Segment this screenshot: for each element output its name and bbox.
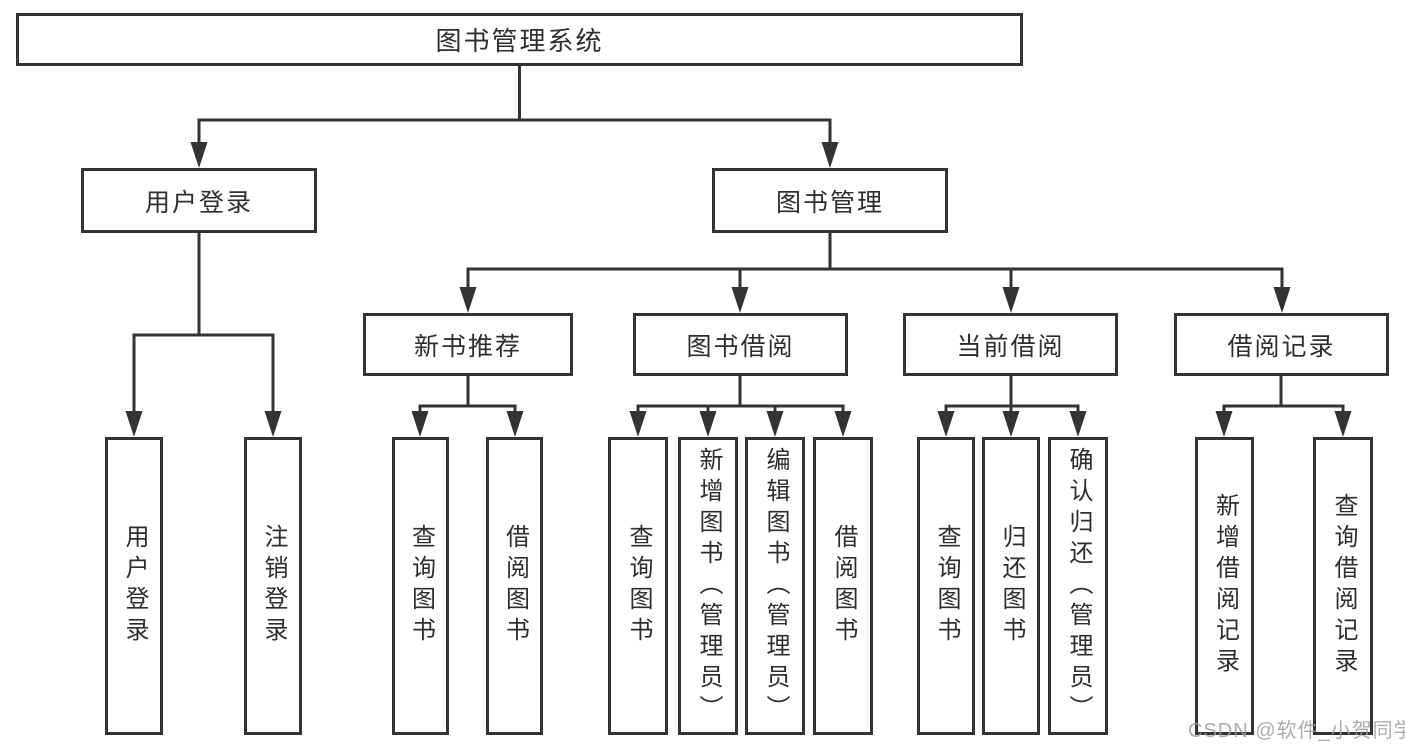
node-leaf-query-books-recommend: 查询图书 xyxy=(392,437,449,735)
node-leaf-query-books-current: 查询图书 xyxy=(917,437,975,735)
node-user-login: 用户登录 xyxy=(81,168,317,233)
node-borrowing-records: 借阅记录 xyxy=(1174,313,1389,376)
node-root: 图书管理系统 xyxy=(16,13,1023,66)
node-leaf-query-borrow-record: 查询借阅记录 xyxy=(1313,437,1373,735)
connector-root xyxy=(197,64,832,158)
connector-book-management xyxy=(466,231,1284,302)
node-leaf-borrow-books-recommend: 借阅图书 xyxy=(486,437,543,735)
connector-new-book xyxy=(418,374,517,426)
node-leaf-logout: 注销登录 xyxy=(244,437,302,735)
connector-user-login xyxy=(132,231,275,426)
node-leaf-add-books-admin: 新增图书（管理员） xyxy=(678,437,738,735)
connector-current-borrowing xyxy=(944,374,1080,426)
node-leaf-user-login: 用户登录 xyxy=(105,437,163,735)
node-book-management: 图书管理 xyxy=(712,168,948,233)
node-leaf-borrow-books-borrowing: 借阅图书 xyxy=(813,437,873,735)
node-leaf-return-books: 归还图书 xyxy=(982,437,1040,735)
node-leaf-confirm-return-admin: 确认归还（管理员） xyxy=(1048,437,1108,735)
node-leaf-add-borrow-record: 新增借阅记录 xyxy=(1195,437,1254,735)
node-current-borrowing: 当前借阅 xyxy=(903,313,1118,376)
connector-book-borrowing xyxy=(636,374,845,426)
node-leaf-query-books-borrowing: 查询图书 xyxy=(608,437,668,735)
node-new-book-recommendation: 新书推荐 xyxy=(363,313,573,376)
node-book-borrowing: 图书借阅 xyxy=(633,313,848,376)
node-leaf-edit-books-admin: 编辑图书（管理员） xyxy=(745,437,805,735)
connector-borrowing-records xyxy=(1222,374,1345,426)
